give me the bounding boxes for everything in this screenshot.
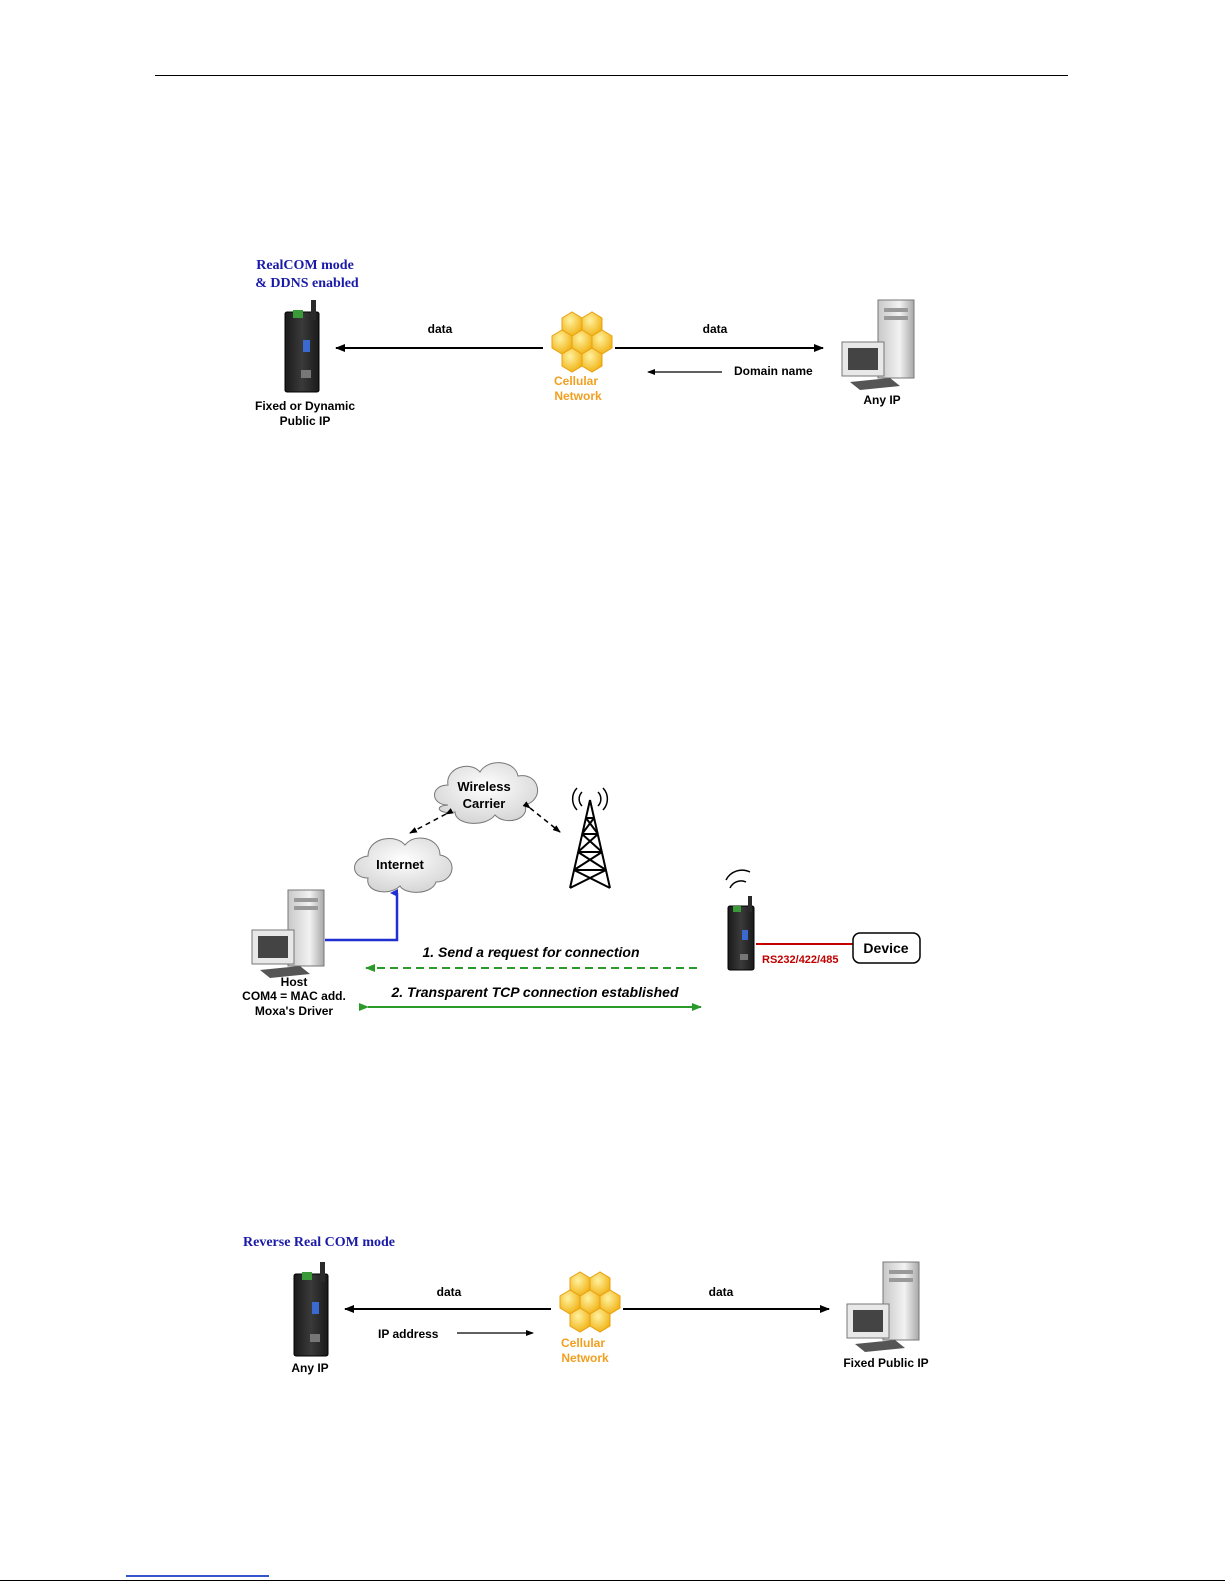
cellular-network-icon [551, 311, 613, 373]
diagram-realcom-ddns: RealCOM mode & DDNS enabled data data Do… [255, 258, 915, 428]
header-rule [155, 75, 1068, 76]
cellular-label-line1: Cellular [561, 1336, 605, 1350]
gateway-device-icon [293, 1262, 329, 1357]
data-label-left: data [437, 1285, 462, 1299]
carrier-label-line2: Carrier [463, 796, 506, 811]
cellular-network-icon [559, 1271, 621, 1333]
host-label-line1: Host [281, 975, 308, 989]
diagram-reverse-realcom: Reverse Real COM mode Any IP data data I… [243, 1235, 929, 1375]
device-label: Any IP [291, 1361, 328, 1375]
device-label-line1: Fixed or Dynamic [255, 399, 355, 413]
cellular-label-line1: Cellular [554, 374, 598, 388]
host-internet-link [325, 889, 399, 942]
carrier-label-line1: Wireless [457, 779, 510, 794]
server-computer-icon [846, 1261, 920, 1352]
cellular-label-line2: Network [561, 1351, 609, 1365]
diagram1-title-line2: & DDNS enabled [255, 276, 359, 291]
device-box [852, 932, 921, 964]
server-label: Fixed Public IP [843, 1356, 928, 1370]
cellular-label-line2: Network [554, 389, 602, 403]
host-computer-icon [251, 889, 325, 978]
serial-label: RS232/422/485 [762, 954, 838, 966]
domain-name-label: Domain name [734, 364, 813, 378]
gateway-device-icon [284, 300, 320, 393]
host-label-line3: Moxa's Driver [255, 1004, 334, 1018]
step2-label: 2. Transparent TCP connection establishe… [390, 984, 679, 1000]
carrier-tower-link [522, 801, 561, 833]
ip-address-label: IP address [378, 1327, 439, 1341]
server-computer-icon [841, 299, 915, 390]
internet-cloud-icon [354, 837, 453, 893]
footer-rule [0, 1580, 1225, 1581]
wireless-carrier-cloud-icon [434, 762, 539, 824]
cell-tower-icon [569, 787, 611, 889]
data-label-right: data [709, 1285, 734, 1299]
diagram1-title-line1: RealCOM mode [256, 258, 354, 273]
host-label-line2: COM4 = MAC add. [242, 989, 346, 1003]
footer-link-underline[interactable] [126, 1575, 269, 1577]
internet-label: Internet [376, 857, 424, 872]
data-label-left: data [428, 322, 453, 336]
device-label: Device [863, 940, 908, 956]
gateway-device-icon [725, 869, 755, 971]
step1-label: 1. Send a request for connection [422, 944, 639, 960]
diagram-transparent-tcp: Wireless Carrier Internet Host COM4 [242, 762, 921, 1018]
device-label-line2: Public IP [280, 414, 331, 428]
diagram3-title: Reverse Real COM mode [243, 1235, 395, 1250]
carrier-internet-link [409, 808, 454, 834]
data-label-right: data [703, 322, 728, 336]
server-label: Any IP [863, 393, 900, 407]
